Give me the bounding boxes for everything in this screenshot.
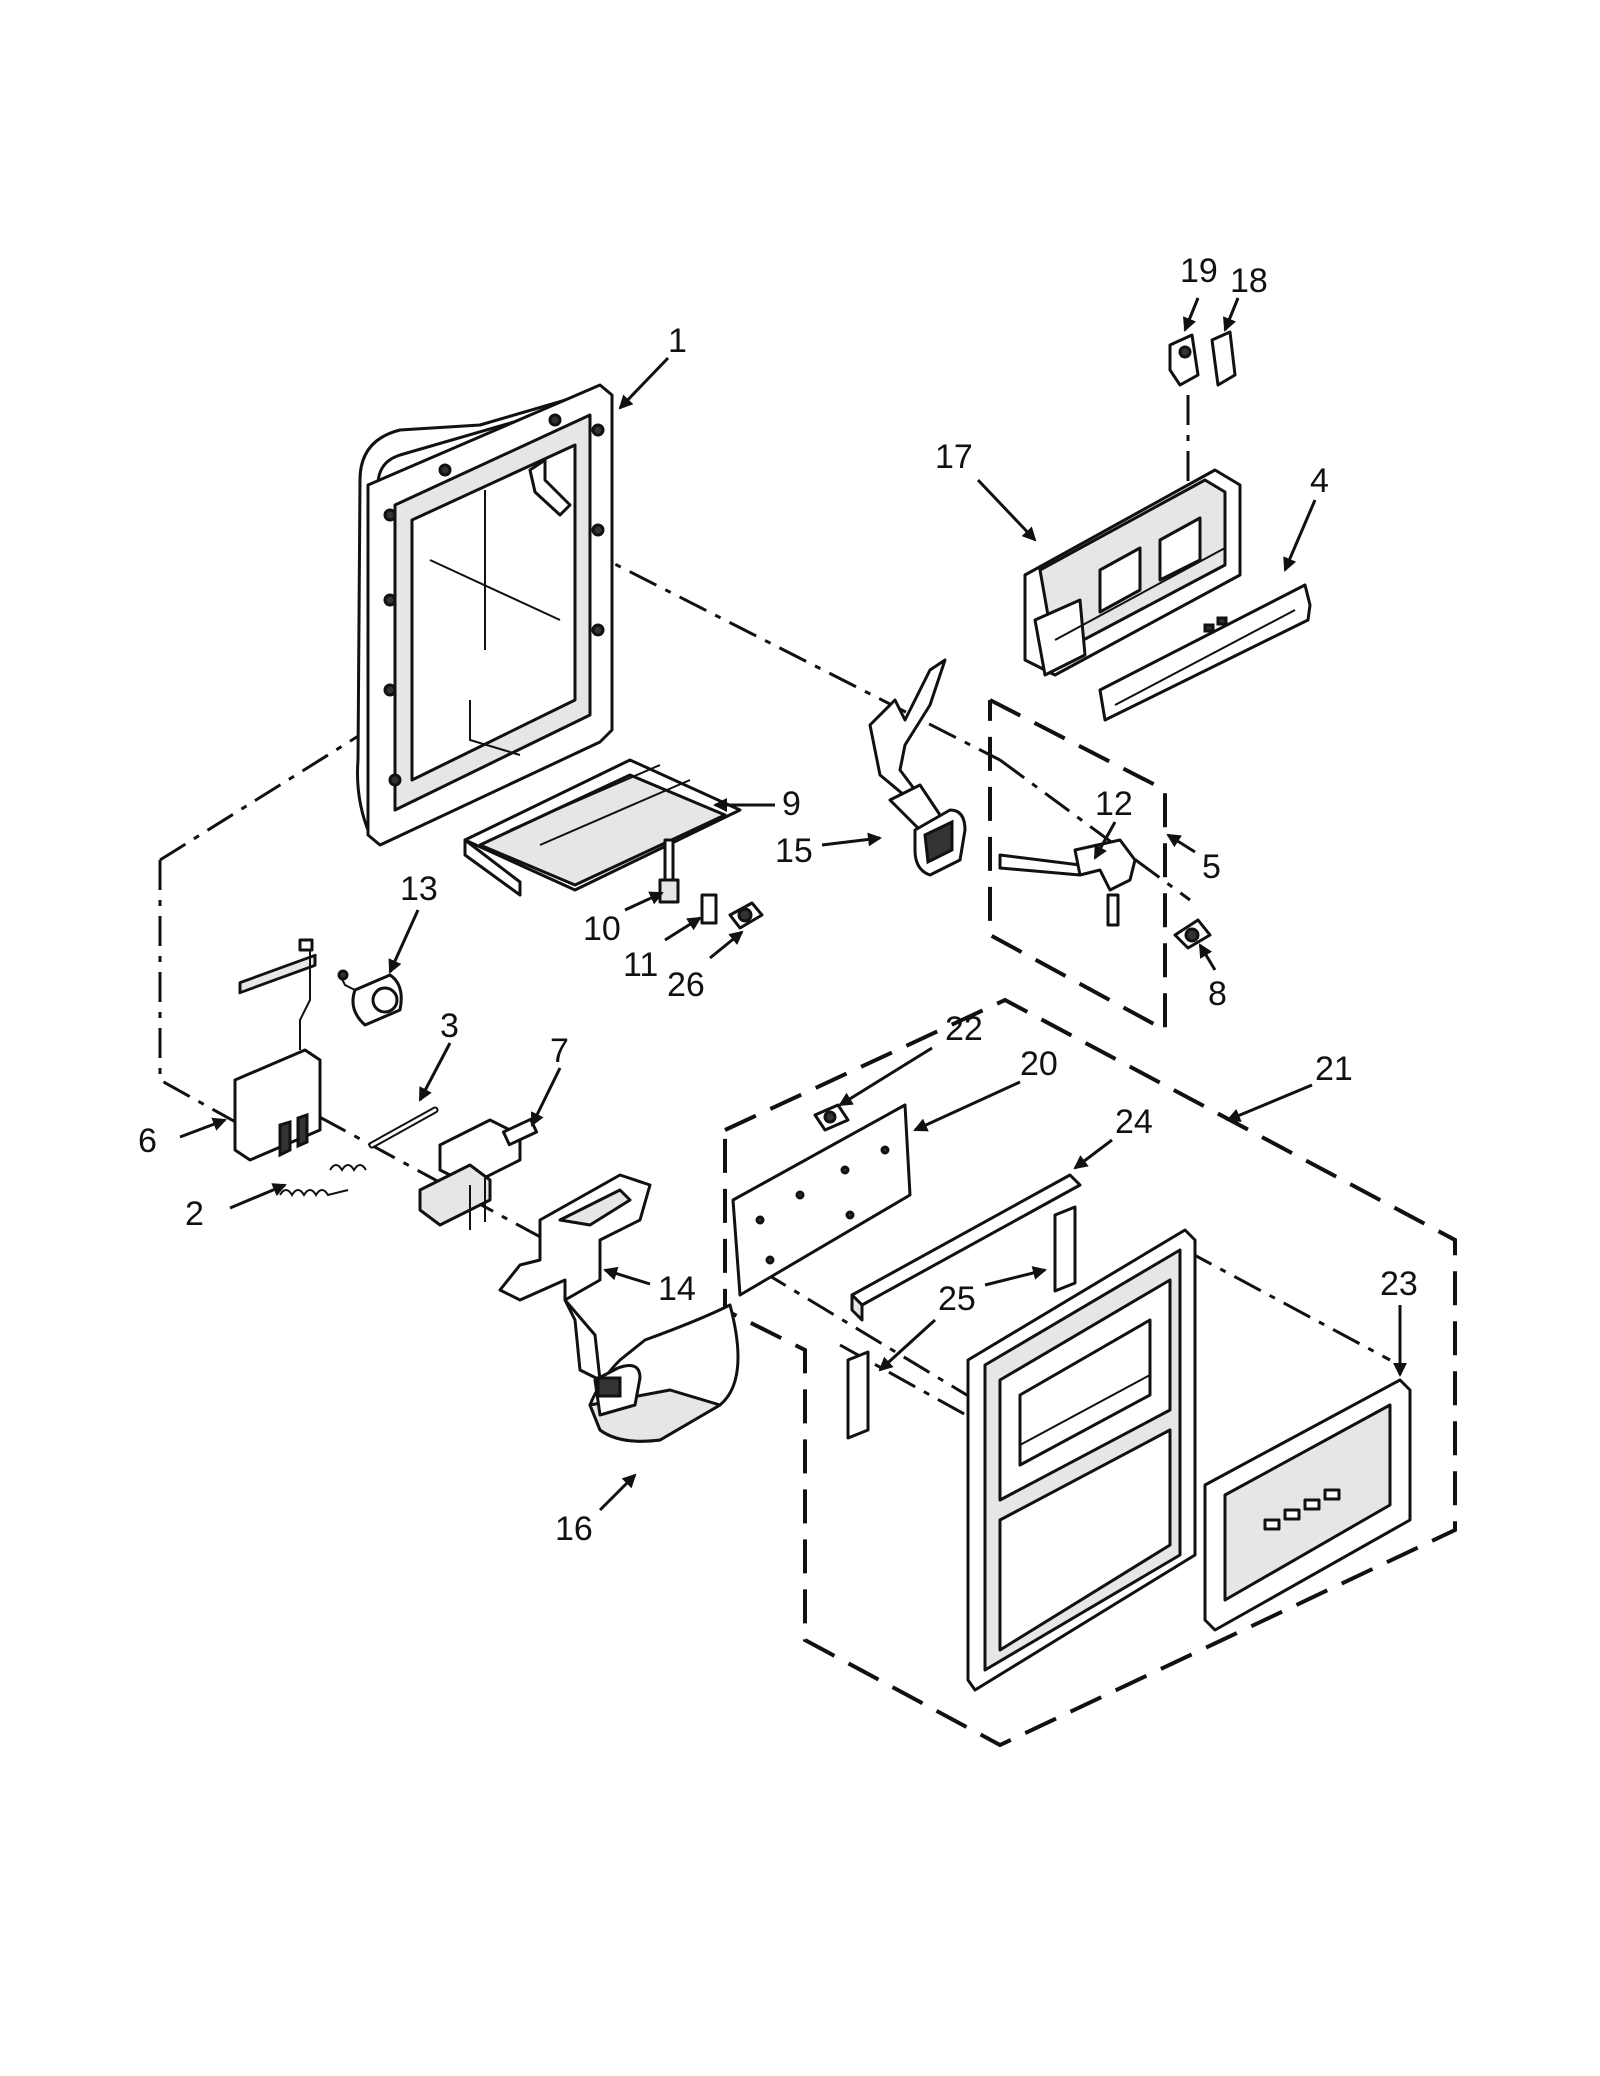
assembly-box-21 [723,997,1457,1748]
callout-2: 2 [185,1195,204,1233]
callout-15: 15 [775,832,813,870]
callout-1: 1 [668,322,687,360]
part-22-screw [813,1103,850,1132]
leader-lines [179,297,1407,1512]
part-26-screw [728,901,764,930]
callout-9: 9 [782,785,801,823]
callout-10: 10 [583,910,621,948]
callout-6: 6 [138,1122,157,1160]
callout-24: 24 [1115,1103,1153,1141]
callout-21: 21 [1315,1050,1353,1088]
callout-labels: 1 2 3 4 5 6 7 8 9 10 11 26 12 13 14 15 1… [138,252,1418,1548]
callout-4: 4 [1310,462,1329,500]
part-18-insulator [1210,330,1237,387]
callout-7: 7 [550,1032,569,1070]
callout-8: 8 [1208,975,1227,1013]
part-1-housing [356,383,614,847]
part-17-control-housing [1023,468,1242,677]
part-8-screw [1173,918,1212,950]
part-25-block-b [1053,1205,1077,1293]
part-13-solenoid [337,969,403,1027]
callout-5: 5 [1202,848,1221,886]
part-2-spring [279,1164,367,1197]
part-16-ice-cup [588,1303,740,1443]
centerline-23 [1184,1248,1391,1362]
callout-25: 25 [938,1280,976,1318]
part-21-frame [966,1228,1197,1692]
callout-17: 17 [935,438,973,476]
callout-12: 12 [1095,785,1133,823]
part-15-dispenser-lever [868,658,967,877]
callout-14: 14 [658,1270,696,1308]
callout-3: 3 [440,1007,459,1045]
assembly-box-5 [988,698,1167,1034]
centerline-6 [158,860,251,1132]
callout-11: 11 [623,946,658,984]
callout-22: 22 [945,1010,983,1048]
part-14-paddle-frame [498,1173,652,1382]
callout-20: 20 [1020,1045,1058,1083]
callout-19: 19 [1180,252,1218,290]
part-25-block-a [846,1350,870,1440]
callout-18: 18 [1230,262,1268,300]
centerline-lever-screw [999,758,1191,902]
callout-12-26: 26 [667,966,705,1004]
part-20-board [731,1103,912,1297]
part-6-actuator [233,938,322,1162]
callout-16: 16 [555,1510,593,1548]
centerline-housing-lever [429,468,1001,762]
part-11-plate [700,893,718,925]
part-7-bracket [418,1117,539,1230]
part-4-control-board [1098,583,1312,722]
part-23-panel [1203,1378,1412,1632]
callout-13: 13 [400,870,438,908]
callout-23: 23 [1380,1265,1418,1303]
part-19-switch [1168,333,1200,387]
part-12-actuator-arm [998,838,1137,927]
part-10-clip [658,838,680,904]
part-3-pin [368,1106,439,1149]
centerline-20 [759,1268,976,1402]
part-24-bar [850,1173,1082,1322]
part-9-shelf [463,758,742,897]
